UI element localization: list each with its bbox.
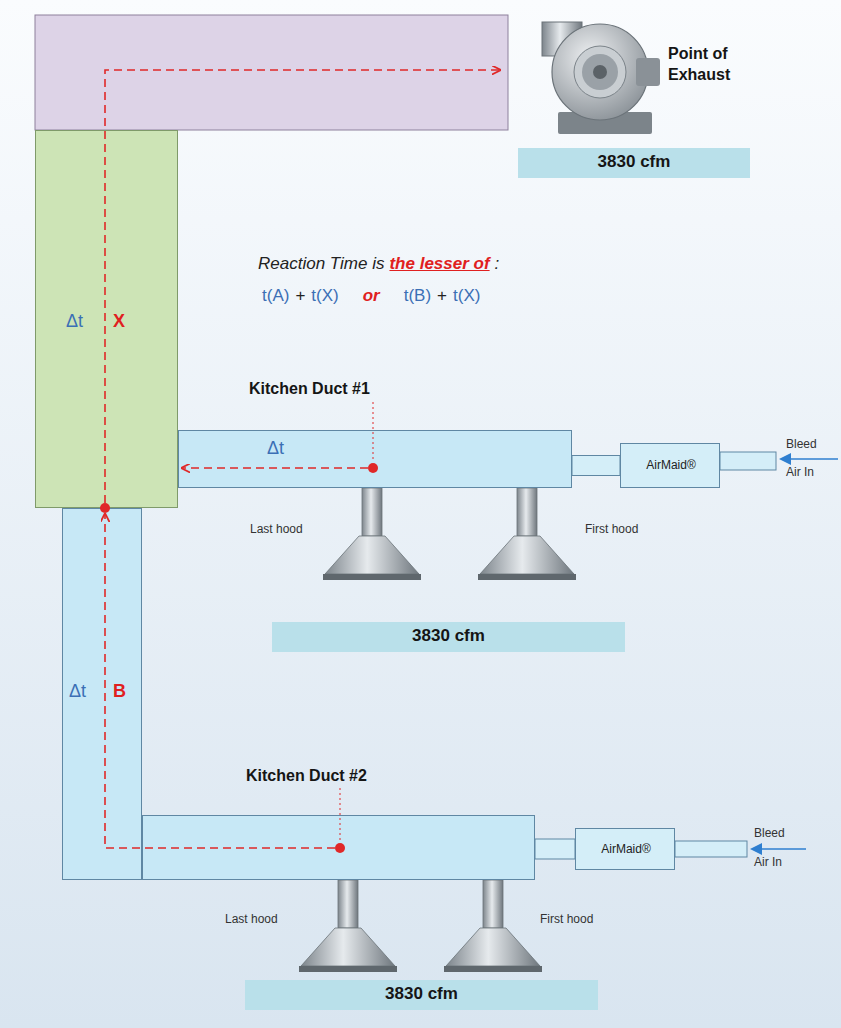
- exhaust-fan: [542, 22, 660, 134]
- node-text: Kitchen Duct #2: [246, 766, 367, 785]
- airmaid-box: AirMaid®: [575, 828, 675, 870]
- formula-row: t(A) + t(X) or t(B) + t(X): [262, 286, 480, 306]
- exhaust-duct: [35, 15, 508, 130]
- riser-duct: Δt B: [62, 508, 142, 880]
- airflow-path: [182, 467, 368, 469]
- hood-label: First hood: [585, 522, 638, 536]
- formula-text: Reaction Time is: [258, 254, 384, 274]
- riser-duct: Δt X: [35, 130, 178, 508]
- formula-text: the lesser of: [389, 254, 489, 274]
- bleed-label: Air In: [754, 855, 782, 869]
- bleed-label: Bleed: [754, 826, 785, 840]
- bleed-pipe: [720, 452, 776, 470]
- hood-illustration: [444, 880, 542, 972]
- cfm-box: 3830 cfm: [245, 980, 598, 1010]
- node-text: AirMaid®: [601, 842, 651, 856]
- airmaid-box: AirMaid®: [620, 443, 720, 488]
- node-text: 3830 cfm: [385, 984, 458, 1004]
- airflow-path: [105, 70, 500, 503]
- kitchen-duct: Kitchen Duct #1Δt: [178, 430, 572, 488]
- hood-label: Last hood: [250, 522, 303, 536]
- node-text: B: [113, 681, 126, 703]
- hood-label: Last hood: [225, 912, 278, 926]
- formula-text: t(B): [404, 286, 431, 306]
- or-word: or: [363, 286, 380, 306]
- cfm-box: 3830 cfm: [272, 622, 625, 652]
- hood-label: First hood: [540, 912, 593, 926]
- node-text: Δt: [66, 311, 83, 333]
- airflow-path: [105, 514, 335, 848]
- bleed-arrow: [750, 453, 838, 855]
- bleed-label: Bleed: [786, 437, 817, 451]
- point-dot: [368, 463, 378, 473]
- hood-illustration: [478, 488, 576, 580]
- leader-line: [373, 402, 374, 462]
- point-dot: [100, 503, 110, 513]
- node-text: Δt: [69, 681, 86, 703]
- formula-text: t(X): [311, 286, 338, 306]
- duct-heading: Kitchen Duct #1: [249, 379, 370, 398]
- node-text: Δt: [267, 438, 284, 460]
- formula-row: Reaction Time isthe lesser of:: [258, 254, 499, 274]
- node-text: 3830 cfm: [598, 152, 671, 172]
- hood-illustration: [323, 488, 421, 580]
- node-text: X: [113, 311, 125, 333]
- node-text: 3830 cfm: [412, 626, 485, 646]
- leader-line: [340, 788, 341, 842]
- bleed-label: Air In: [786, 465, 814, 479]
- formula-text: t(A): [262, 286, 289, 306]
- hood-illustration: [299, 880, 397, 972]
- point-dot: [335, 843, 345, 853]
- bleed-pipe: [675, 841, 747, 857]
- formula-text: +: [437, 286, 447, 306]
- formula-text: t(X): [453, 286, 480, 306]
- cfm-box: 3830 cfm: [518, 148, 750, 178]
- formula-text: :: [495, 254, 500, 274]
- exhaust-label: Point of Exhaust: [668, 44, 763, 86]
- formula-text: +: [295, 286, 305, 306]
- pipe-connector: [572, 456, 620, 476]
- node-text: AirMaid®: [646, 458, 696, 472]
- pipe-connector: [535, 839, 575, 859]
